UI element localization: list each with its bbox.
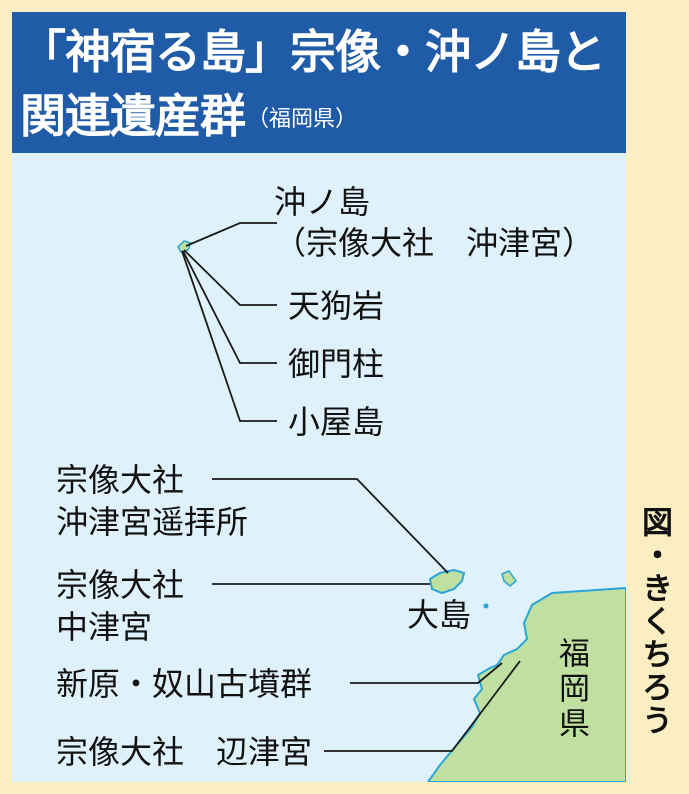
map-area: 沖ノ島 （宗像大社 沖津宮） 天狗岩 御門柱 小屋島 宗像大社 沖津宮遥拝所 宗… bbox=[12, 153, 626, 782]
illustration-credit: 図・きくちろう bbox=[636, 506, 672, 737]
label-okinoshima-note: （宗像大社 沖津宮） bbox=[274, 224, 595, 262]
okinoshima-leaders bbox=[181, 222, 277, 422]
label-nakatsu-line2: 中津宮 bbox=[56, 608, 153, 646]
islet-dot bbox=[483, 603, 489, 609]
leader-tengu-iwa bbox=[183, 249, 277, 306]
leader-okitsu-yohaisho bbox=[212, 478, 449, 574]
okinoshima-island bbox=[177, 240, 193, 253]
leader-okinoshima bbox=[185, 222, 277, 247]
title-line-2: 関連遺産群（福岡県） bbox=[20, 88, 357, 148]
label-hetsu: 宗像大社 辺津宮 bbox=[56, 733, 313, 771]
map-drawing bbox=[177, 222, 626, 782]
label-kofun: 新原・奴山古墳群 bbox=[56, 665, 313, 703]
label-okitsu-yohaisho-line1: 宗像大社 bbox=[56, 461, 185, 499]
label-fukuoka: 福岡県 bbox=[553, 637, 589, 742]
small-islet bbox=[501, 570, 518, 587]
title-banner: 「神宿る島」宗像・沖ノ島と 関連遺産群（福岡県） bbox=[12, 12, 626, 153]
leader-koyajima bbox=[181, 250, 277, 422]
oshima-island bbox=[428, 568, 466, 595]
map-frame: 「神宿る島」宗像・沖ノ島と 関連遺産群（福岡県） bbox=[12, 12, 626, 782]
label-koyajima: 小屋島 bbox=[288, 403, 385, 441]
label-okitsu-yohaisho-line2: 沖津宮遥拝所 bbox=[56, 503, 249, 541]
leader-hetsu bbox=[324, 660, 521, 752]
leader-gomon-bashira bbox=[182, 250, 277, 364]
label-nakatsu-line1: 宗像大社 bbox=[56, 566, 185, 604]
title-main: 関連遺産群 bbox=[20, 89, 246, 143]
leader-kofun bbox=[350, 662, 503, 684]
label-okinoshima: 沖ノ島 bbox=[274, 183, 371, 221]
title-line-1: 「神宿る島」宗像・沖ノ島と bbox=[20, 25, 606, 79]
title-prefecture: （福岡県） bbox=[247, 107, 358, 132]
mainland-leaders bbox=[212, 478, 521, 752]
label-gomon-bashira: 御門柱 bbox=[288, 345, 385, 383]
label-oshima: 大島 bbox=[407, 596, 472, 634]
label-tengu-iwa: 天狗岩 bbox=[288, 287, 385, 325]
